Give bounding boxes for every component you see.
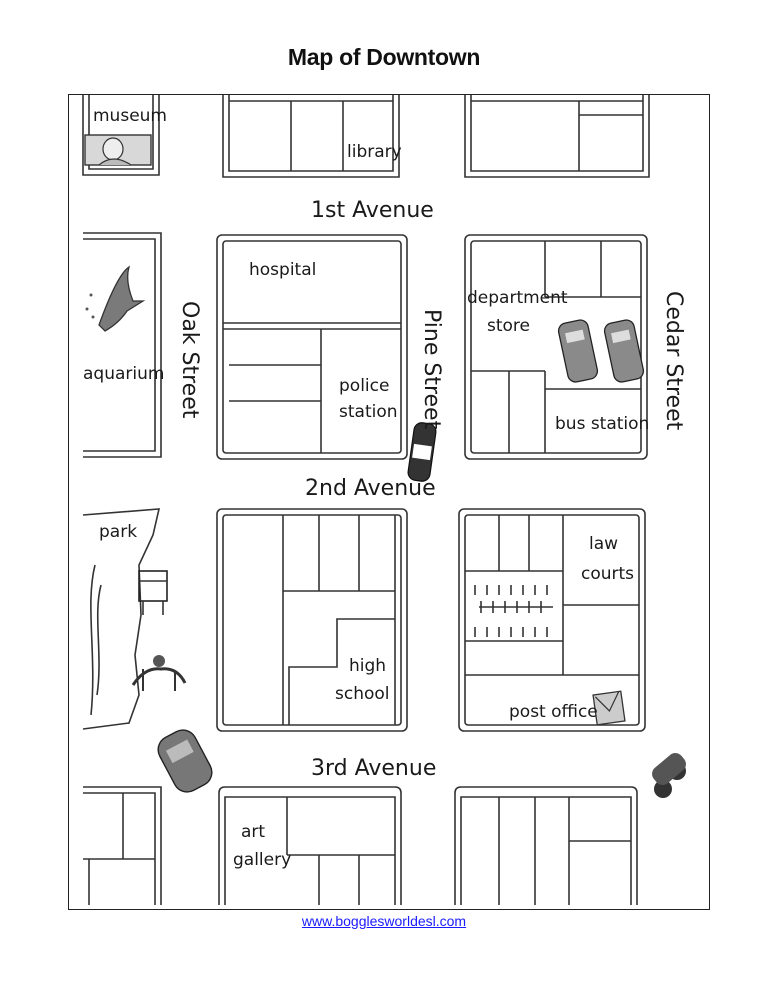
block-hospital-police	[216, 234, 408, 460]
dog-walker-icon	[131, 655, 187, 691]
park-bench-icon	[138, 570, 168, 615]
label-high-school-1: high	[349, 656, 386, 676]
block-park	[82, 508, 161, 730]
block-museum	[82, 95, 160, 176]
label-park: park	[99, 522, 137, 542]
police-car-icon	[407, 422, 437, 482]
motorcycle-icon	[652, 753, 686, 798]
block-southwest	[83, 786, 162, 905]
street-first-avenue: 1st Avenue	[311, 198, 434, 223]
street-oak: Oak Street	[177, 301, 202, 419]
block-aquarium	[83, 232, 162, 458]
label-hospital: hospital	[249, 260, 316, 280]
map: 1st Avenue 2nd Avenue 3rd Avenue Oak Str…	[68, 94, 710, 910]
label-law-courts-1: law	[589, 534, 618, 554]
footer-link[interactable]: www.bogglesworldesl.com	[301, 913, 467, 929]
block-southeast	[454, 786, 638, 905]
label-police-station-1: police	[339, 376, 389, 396]
label-law-courts-2: courts	[581, 564, 634, 584]
label-museum: museum	[93, 106, 167, 126]
block-law-post	[458, 508, 646, 732]
block-northeast	[464, 95, 650, 178]
car-icon	[157, 729, 213, 793]
mail-envelope-icon	[592, 690, 626, 726]
block-library	[222, 95, 400, 178]
street-pine: Pine Street	[419, 309, 444, 430]
label-post-office: post office	[509, 702, 598, 722]
block-art-gallery	[218, 786, 402, 905]
bus-icon	[557, 319, 645, 383]
label-library: library	[347, 142, 402, 162]
label-police-station-2: station	[339, 402, 398, 422]
street-third-avenue: 3rd Avenue	[311, 756, 436, 781]
block-department-bus	[464, 234, 648, 460]
label-department-store-1: department	[467, 288, 568, 308]
block-high-school	[216, 508, 408, 732]
label-art-gallery-2: gallery	[233, 850, 291, 870]
street-second-avenue: 2nd Avenue	[305, 476, 436, 501]
page-title: Map of Downtown	[287, 44, 481, 70]
dolphin-icon	[85, 265, 146, 332]
label-bus-station: bus station	[555, 414, 649, 434]
label-aquarium: aquarium	[83, 364, 164, 384]
label-department-store-2: store	[487, 316, 530, 336]
museum-bust-icon	[84, 134, 152, 166]
label-art-gallery-1: art	[241, 822, 265, 842]
label-high-school-2: school	[335, 684, 390, 704]
parking-lot	[474, 585, 553, 637]
street-cedar: Cedar Street	[661, 291, 686, 431]
